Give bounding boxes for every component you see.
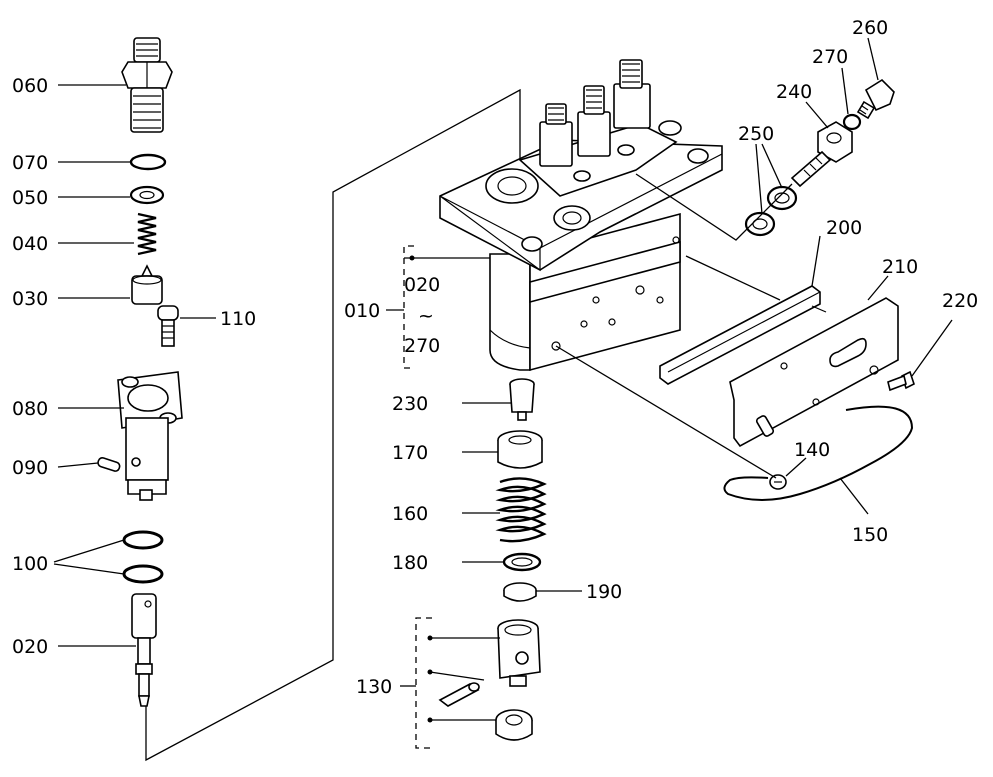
label-range-start: 020 bbox=[404, 274, 440, 296]
label-020: 020 bbox=[12, 636, 48, 658]
part-270-washer bbox=[842, 113, 862, 131]
delivery-holder-2 bbox=[577, 85, 611, 157]
label-050: 050 bbox=[12, 187, 48, 209]
part-190-shim bbox=[503, 582, 537, 602]
label-110: 110 bbox=[220, 308, 256, 330]
label-060: 060 bbox=[12, 75, 48, 97]
part-210-cover-plate bbox=[729, 297, 899, 448]
label-210: 210 bbox=[882, 256, 918, 278]
label-080: 080 bbox=[12, 398, 48, 420]
part-060-delivery-valve-holder bbox=[121, 37, 173, 133]
part-030-delivery-valve bbox=[131, 264, 163, 305]
part-220-screw bbox=[887, 370, 915, 392]
part-110-screw bbox=[157, 305, 179, 347]
label-180: 180 bbox=[392, 552, 428, 574]
part-100-o-ring-upper bbox=[122, 530, 164, 550]
label-230: 230 bbox=[392, 393, 428, 415]
delivery-holder-3 bbox=[613, 59, 651, 129]
label-160: 160 bbox=[392, 503, 428, 525]
label-200: 200 bbox=[826, 217, 862, 239]
label-270: 270 bbox=[812, 46, 848, 68]
part-260-bleed-screw bbox=[856, 78, 895, 120]
part-130-tappet-assembly bbox=[438, 619, 541, 741]
part-040-delivery-valve-spring bbox=[137, 212, 157, 256]
label-030: 030 bbox=[12, 288, 48, 310]
part-050-gasket bbox=[129, 185, 165, 205]
label-100: 100 bbox=[12, 553, 48, 575]
part-090-pin bbox=[97, 457, 121, 472]
label-range-end: 270 bbox=[404, 335, 440, 357]
label-150: 150 bbox=[852, 524, 888, 546]
part-160-plunger-spring bbox=[495, 477, 547, 543]
label-010: 010 bbox=[344, 300, 380, 322]
part-010-pump-housing bbox=[439, 59, 723, 372]
label-070: 070 bbox=[12, 152, 48, 174]
part-170-spring-seat bbox=[497, 430, 543, 469]
label-range-sep: ~ bbox=[418, 305, 434, 327]
part-150-wire bbox=[723, 405, 914, 501]
part-250-gaskets bbox=[744, 185, 798, 237]
delivery-holder-1 bbox=[539, 103, 573, 167]
part-070-o-ring bbox=[129, 153, 167, 171]
part-100-o-ring-lower bbox=[122, 564, 164, 584]
range-bracket bbox=[403, 245, 414, 369]
part-140-seal bbox=[769, 474, 787, 490]
label-140: 140 bbox=[794, 439, 830, 461]
part-080-plunger-barrel bbox=[117, 371, 183, 501]
label-250: 250 bbox=[738, 123, 774, 145]
part-180-lower-spring-seat bbox=[502, 552, 542, 572]
part-230-guide bbox=[509, 378, 535, 421]
part-240-banjo-bolt bbox=[790, 121, 853, 188]
label-190: 190 bbox=[586, 581, 622, 603]
label-170: 170 bbox=[392, 442, 428, 464]
label-040: 040 bbox=[12, 233, 48, 255]
label-130: 130 bbox=[356, 676, 392, 698]
label-090: 090 bbox=[12, 457, 48, 479]
label-240: 240 bbox=[776, 81, 812, 103]
label-260: 260 bbox=[852, 17, 888, 39]
part-020-plunger bbox=[131, 593, 157, 707]
label-220: 220 bbox=[942, 290, 978, 312]
